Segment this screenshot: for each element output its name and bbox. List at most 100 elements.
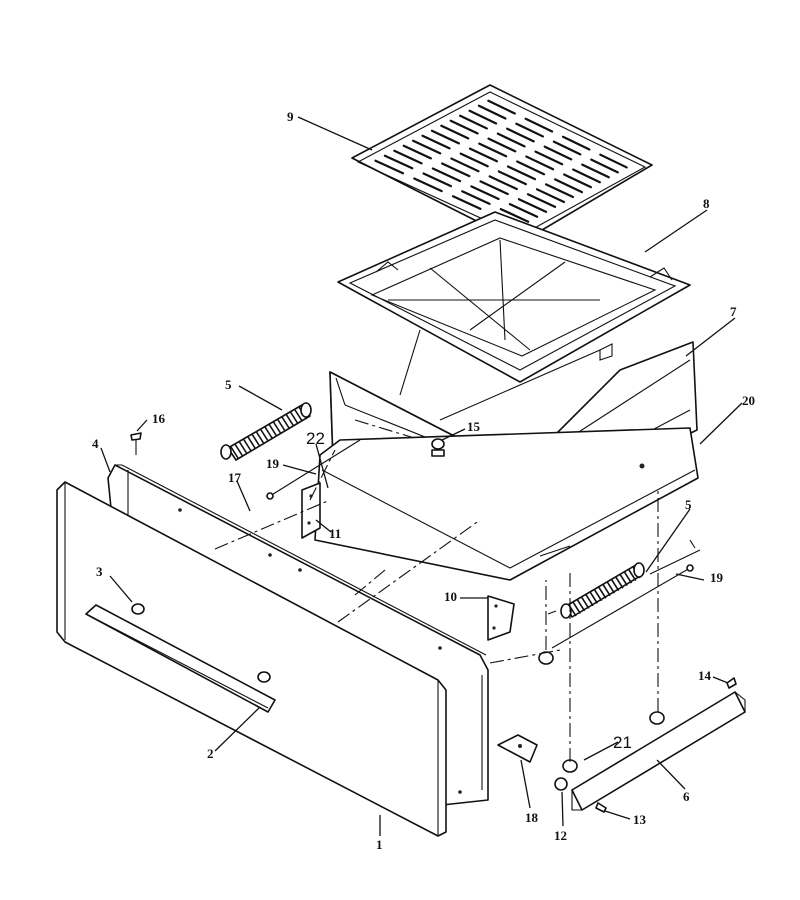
grid-slot <box>383 154 414 170</box>
grid-slot <box>516 160 546 176</box>
callout-17: 17 <box>228 470 242 485</box>
spring-coil <box>289 411 299 424</box>
grid-slot <box>581 163 610 179</box>
callout-20: 20 <box>742 393 755 408</box>
spring-coil <box>260 429 269 441</box>
grid-slot <box>421 134 451 150</box>
spring-coil <box>238 441 248 454</box>
spring-coil <box>602 584 611 597</box>
grid-slot <box>505 127 535 143</box>
spring-coil <box>610 579 620 592</box>
grid-slot <box>413 177 443 193</box>
drawer-liner-part <box>314 427 699 581</box>
grid-slot <box>499 207 530 223</box>
grid-slot <box>534 150 564 166</box>
leader-lines <box>100 116 743 836</box>
spring-coil <box>619 574 628 587</box>
spring-coil <box>593 589 603 602</box>
spring-coil <box>623 571 633 584</box>
grid-slot <box>525 155 555 171</box>
drawer-front-part <box>56 481 447 837</box>
callout-12: 12 <box>554 828 567 843</box>
grid-slot <box>497 170 527 186</box>
assembly-lines <box>214 449 659 762</box>
spring-coil <box>585 594 594 607</box>
grid-slot <box>487 99 516 115</box>
slide-rail-part <box>571 691 746 811</box>
roller-12-part <box>554 777 568 791</box>
grid-slot <box>517 198 548 213</box>
broiler-grid-part <box>351 84 653 244</box>
callout-21: 21 <box>613 733 632 752</box>
grid-slot <box>450 157 480 173</box>
grid-slot <box>393 149 423 165</box>
spring-coil <box>615 576 624 589</box>
grid-slot <box>461 190 491 205</box>
callout-8: 8 <box>703 196 710 211</box>
grid-slot <box>553 178 584 194</box>
spring-coil <box>576 599 586 612</box>
callout-22: 22 <box>306 429 325 448</box>
callout-4: 4 <box>92 436 99 451</box>
callout-3: 3 <box>96 564 103 579</box>
spring-coil <box>272 421 282 434</box>
spring-coil <box>606 581 616 594</box>
callout-7: 7 <box>730 304 737 319</box>
grid-slot <box>459 152 489 168</box>
screw-3-part <box>131 603 145 615</box>
callout-19-lower: 19 <box>710 570 724 585</box>
bracket-11-part <box>301 482 321 539</box>
roller-upper-part <box>538 651 554 665</box>
grid-slot <box>563 173 593 189</box>
grid-slot <box>488 175 518 191</box>
spring-coil <box>598 586 607 599</box>
broiler-pan-part <box>337 211 691 383</box>
grid-slot <box>412 139 442 155</box>
grid-slot <box>430 129 460 145</box>
inner-drawer-panel-part <box>107 464 489 806</box>
callout-5-upper: 5 <box>225 377 232 392</box>
roller-21b-part <box>649 711 665 725</box>
callout-6: 6 <box>683 789 690 804</box>
callout-2: 2 <box>207 746 214 761</box>
grid-slot <box>526 193 557 208</box>
grid-slot <box>431 167 462 183</box>
grid-slot <box>535 188 566 204</box>
grid-slot <box>544 183 575 199</box>
grid-slot <box>543 145 573 161</box>
spring-coil <box>264 426 273 439</box>
grid-slot <box>572 168 601 184</box>
screw-13-part <box>595 802 607 813</box>
grid-slot <box>451 195 482 210</box>
fastener-15-part <box>431 438 445 457</box>
callout-15: 15 <box>467 419 481 434</box>
callout-13: 13 <box>633 812 647 827</box>
screw-16-part <box>130 432 142 455</box>
grid-slot <box>459 114 488 130</box>
screw-14-part <box>726 677 737 689</box>
rod-19a-part <box>266 439 361 500</box>
callout-9: 9 <box>287 109 294 124</box>
grid-slot <box>422 172 453 188</box>
callout-14: 14 <box>698 668 712 683</box>
callout-10: 10 <box>444 589 457 604</box>
grid-slot <box>441 162 471 178</box>
spring-coil <box>230 446 239 459</box>
grid-slot <box>479 180 509 196</box>
callout-1: 1 <box>376 837 383 852</box>
grid-slot <box>449 119 479 135</box>
grid-slot <box>508 203 539 218</box>
spring-upper-part <box>220 402 312 461</box>
spring-coil <box>255 431 265 444</box>
grid-slot <box>468 109 498 125</box>
spring-lower-part <box>547 562 645 619</box>
grid-slot <box>477 104 507 120</box>
spring-coil <box>243 439 252 451</box>
spring-coil <box>251 434 260 446</box>
spring-coil <box>234 444 243 456</box>
handle-part <box>85 604 276 713</box>
spring-coil <box>268 424 277 436</box>
spring-coil <box>281 416 290 429</box>
spring-coil <box>277 419 286 431</box>
